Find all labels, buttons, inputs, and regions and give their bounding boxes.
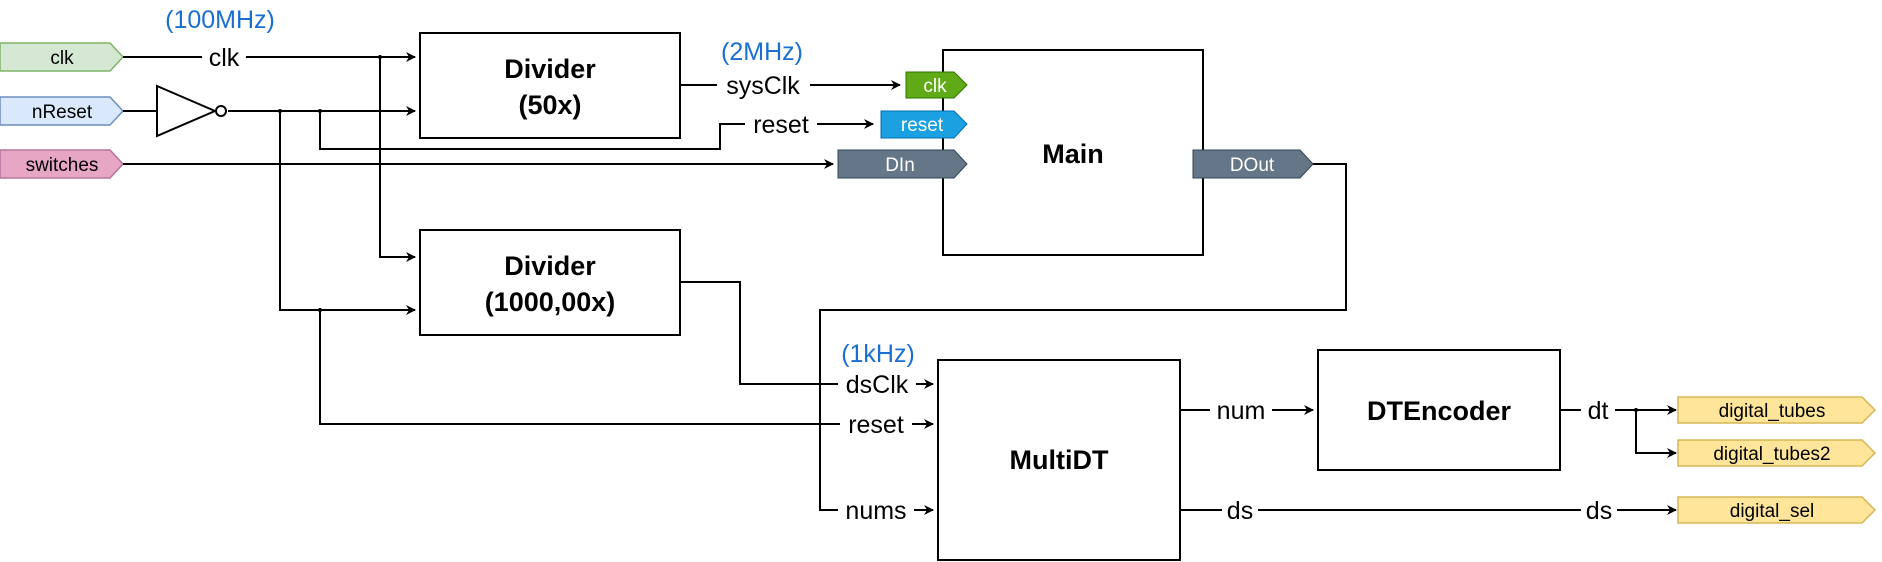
block-main: Main <box>942 49 1204 256</box>
port-main-clk: clk <box>905 71 968 99</box>
port-main-dout: DOut <box>1192 149 1314 179</box>
junction-dot <box>278 109 282 113</box>
output-digital-tubes-label: digital_tubes <box>1719 401 1826 422</box>
wire-dt2 <box>1635 410 1677 458</box>
wire-rst-multidt <box>319 310 934 429</box>
port-main-reset-shape <box>880 110 968 139</box>
annotation-freq-clk: (100MHz) <box>165 6 275 34</box>
block-main-title: Main <box>1042 139 1104 169</box>
inverter-bubble <box>215 105 227 117</box>
port-main-dout-label: DOut <box>1230 155 1275 176</box>
input-clk-label: clk <box>50 48 74 69</box>
block-divider1: Divider (50x) <box>419 32 681 139</box>
wire-label-num: num <box>1217 397 1266 425</box>
input-switches: switches <box>0 149 125 179</box>
inverter <box>156 84 227 138</box>
block-multidt-title: MultiDT <box>1010 445 1109 475</box>
input-nreset-shape <box>0 96 125 126</box>
block-divider2-box <box>419 229 681 336</box>
junction-dot <box>318 308 322 312</box>
input-clk: clk <box>0 42 125 72</box>
output-digital-sel: digital_sel <box>1677 496 1877 524</box>
wire-label-ds-right: ds <box>1586 497 1612 525</box>
block-multidt-box <box>937 359 1181 561</box>
inverter-triangle <box>156 84 218 138</box>
input-switches-shape <box>0 149 125 179</box>
block-divider2-title: Divider <box>504 251 596 281</box>
wire-dsclk <box>680 281 934 389</box>
junctions <box>278 55 1638 412</box>
input-clk-shape <box>0 42 125 72</box>
input-switches-label: switches <box>26 155 99 176</box>
junction-dot <box>1634 408 1638 412</box>
wire-label-nums: nums <box>845 497 906 525</box>
block-divider2-factor: (1000,00x) <box>485 287 616 317</box>
output-digital-tubes2-label: digital_tubes2 <box>1713 444 1830 465</box>
annotation-freq-dsclk: (1kHz) <box>841 340 915 368</box>
port-main-reset-label: reset <box>901 115 944 136</box>
block-divider1-title: Divider <box>504 54 596 84</box>
block-multidt: MultiDT <box>937 359 1181 561</box>
wire-label-reset-multidt: reset <box>848 411 904 439</box>
input-nreset-label: nReset <box>32 102 93 123</box>
block-dtencoder: DTEncoder <box>1317 349 1561 471</box>
port-main-reset: reset <box>880 110 968 139</box>
block-dtencoder-title: DTEncoder <box>1367 396 1512 426</box>
block-divider2: Divider (1000,00x) <box>419 229 681 336</box>
output-digital-tubes2: digital_tubes2 <box>1677 439 1877 467</box>
wire-labels: clk sysClk reset dsClk reset nums num dt… <box>202 42 1617 525</box>
junction-dot <box>318 109 322 113</box>
port-main-clk-shape <box>905 71 968 99</box>
wire-label-sysclk: sysClk <box>726 72 800 100</box>
wire-label-dsclk: dsClk <box>846 371 909 399</box>
wire-label-clk: clk <box>209 44 240 72</box>
input-nreset: nReset <box>0 96 125 126</box>
port-main-din: DIn <box>837 149 968 179</box>
port-main-dout-shape <box>1192 149 1314 179</box>
block-divider1-factor: (50x) <box>518 90 581 120</box>
wires <box>123 52 1677 515</box>
wire-label-dt: dt <box>1588 397 1609 425</box>
output-digital-tubes: digital_tubes <box>1677 396 1877 424</box>
port-main-din-label: DIn <box>885 155 915 176</box>
port-main-din-shape <box>837 149 968 179</box>
wire-clk-divider2 <box>379 57 416 262</box>
wire-label-ds-left: ds <box>1227 497 1253 525</box>
port-main-clk-label: clk <box>923 76 947 97</box>
block-divider1-box <box>419 32 681 139</box>
output-digital-tubes-shape <box>1677 396 1877 424</box>
block-dtencoder-box <box>1317 349 1561 471</box>
output-digital-sel-label: digital_sel <box>1730 501 1815 522</box>
output-digital-sel-shape <box>1677 496 1877 524</box>
frequency-annotations: (100MHz) (2MHz) (1kHz) <box>165 6 915 368</box>
wire-label-reset-main: reset <box>753 111 809 139</box>
block-main-box <box>942 49 1204 256</box>
annotation-freq-sysclk: (2MHz) <box>721 38 803 66</box>
output-digital-tubes2-shape <box>1677 439 1877 467</box>
junction-dot <box>378 55 382 59</box>
wire-rst-divider2 <box>279 111 416 315</box>
